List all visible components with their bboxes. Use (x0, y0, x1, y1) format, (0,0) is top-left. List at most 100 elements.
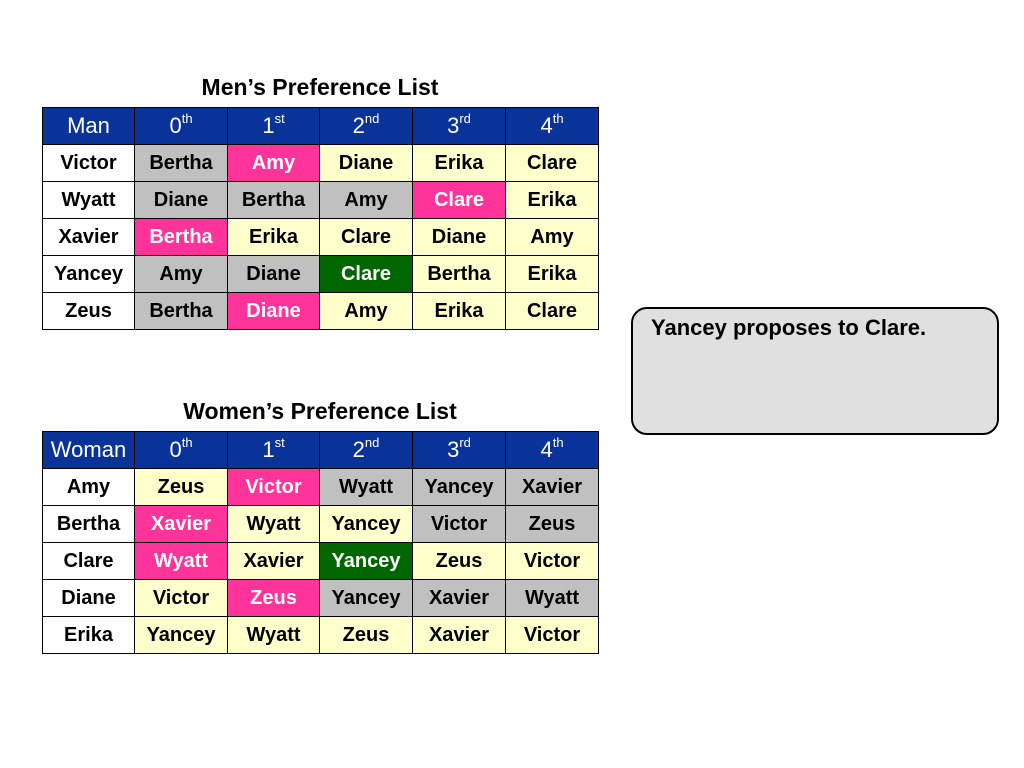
women-header-rank-suffix: th (181, 435, 193, 451)
men-preference-cell: Bertha (134, 218, 228, 256)
women-table-title: Women’s Preference List (183, 398, 457, 424)
women-header-rank-3: 3rd (412, 431, 506, 469)
women-preference-cell: Xavier (505, 468, 599, 506)
women-row-name: Clare (42, 542, 135, 580)
women-preference-cell: Zeus (319, 616, 413, 654)
men-header-rank-1: 1st (227, 107, 320, 145)
men-preference-cell: Diane (227, 255, 320, 293)
women-header-rank-4: 4th (505, 431, 599, 469)
men-header-label: Man (67, 113, 110, 138)
men-preference-cell: Amy (319, 292, 413, 330)
women-preference-cell: Wyatt (227, 505, 320, 543)
women-header-rank-number: 2 (352, 437, 365, 462)
women-preference-cell: Zeus (227, 579, 320, 617)
men-preference-cell: Clare (505, 292, 599, 330)
men-preference-cell: Erika (412, 292, 506, 330)
women-header-rank-suffix: rd (459, 435, 471, 451)
men-preference-cell: Bertha (134, 144, 228, 182)
men-preference-cell: Amy (227, 144, 320, 182)
men-preference-cell: Erika (505, 255, 599, 293)
women-preference-cell: Yancey (319, 542, 413, 580)
women-preference-cell: Yancey (319, 505, 413, 543)
men-header-rank-suffix: rd (459, 111, 471, 127)
women-row-name: Erika (42, 616, 135, 654)
men-preference-cell: Bertha (412, 255, 506, 293)
men-row-name: Zeus (42, 292, 135, 330)
men-header-rank-number: 0 (169, 113, 182, 138)
men-preference-cell: Clare (412, 181, 506, 219)
men-preference-cell: Amy (505, 218, 599, 256)
women-row-name: Amy (42, 468, 135, 506)
women-header-woman: Woman (42, 431, 135, 469)
women-header-rank-0: 0th (134, 431, 228, 469)
women-row-name: Diane (42, 579, 135, 617)
women-header-rank-suffix: nd (364, 435, 380, 451)
women-preference-cell: Wyatt (319, 468, 413, 506)
women-preference-cell: Zeus (505, 505, 599, 543)
men-preference-cell: Clare (505, 144, 599, 182)
men-preference-cell: Diane (134, 181, 228, 219)
men-preference-cell: Erika (505, 181, 599, 219)
men-preference-cell: Bertha (227, 181, 320, 219)
women-header-rank-number: 1 (262, 437, 275, 462)
men-header-rank-suffix: st (274, 111, 285, 127)
women-preference-cell: Wyatt (227, 616, 320, 654)
women-header-rank-number: 0 (169, 437, 182, 462)
men-header-man: Man (42, 107, 135, 145)
women-preference-cell: Victor (505, 542, 599, 580)
men-preference-cell: Erika (227, 218, 320, 256)
men-preference-cell: Diane (319, 144, 413, 182)
women-preference-cell: Victor (412, 505, 506, 543)
women-preference-cell: Victor (227, 468, 320, 506)
men-preference-cell: Clare (319, 255, 413, 293)
men-header-rank-number: 2 (352, 113, 365, 138)
callout-text: Yancey proposes to Clare. (651, 315, 927, 340)
men-preference-cell: Diane (227, 292, 320, 330)
men-preference-cell: Amy (134, 255, 228, 293)
women-header-rank-number: 3 (447, 437, 460, 462)
women-header-rank-1: 1st (227, 431, 320, 469)
men-header-rank-3: 3rd (412, 107, 506, 145)
women-header-rank-number: 4 (540, 437, 553, 462)
women-preference-cell: Victor (505, 616, 599, 654)
men-header-rank-suffix: th (181, 111, 193, 127)
men-header-rank-2: 2nd (319, 107, 413, 145)
men-table-title: Men’s Preference List (201, 74, 439, 100)
women-preference-cell: Zeus (134, 468, 228, 506)
men-preference-cell: Diane (412, 218, 506, 256)
women-preference-cell: Zeus (412, 542, 506, 580)
men-row-name: Xavier (42, 218, 135, 256)
men-row-name: Wyatt (42, 181, 135, 219)
men-header-rank-number: 4 (540, 113, 553, 138)
women-preference-cell: Yancey (134, 616, 228, 654)
men-row-name: Yancey (42, 255, 135, 293)
women-preference-cell: Yancey (319, 579, 413, 617)
proposal-callout: Yancey proposes to Clare. (631, 307, 999, 435)
men-preference-cell: Amy (319, 181, 413, 219)
men-header-rank-4: 4th (505, 107, 599, 145)
women-preference-cell: Wyatt (134, 542, 228, 580)
women-preference-cell: Victor (134, 579, 228, 617)
men-preference-cell: Erika (412, 144, 506, 182)
women-preference-cell: Xavier (412, 579, 506, 617)
men-header-rank-suffix: nd (364, 111, 380, 127)
men-header-rank-number: 1 (262, 113, 275, 138)
women-preference-cell: Xavier (227, 542, 320, 580)
women-preference-cell: Xavier (412, 616, 506, 654)
men-preference-cell: Bertha (134, 292, 228, 330)
men-preference-cell: Clare (319, 218, 413, 256)
women-row-name: Bertha (42, 505, 135, 543)
